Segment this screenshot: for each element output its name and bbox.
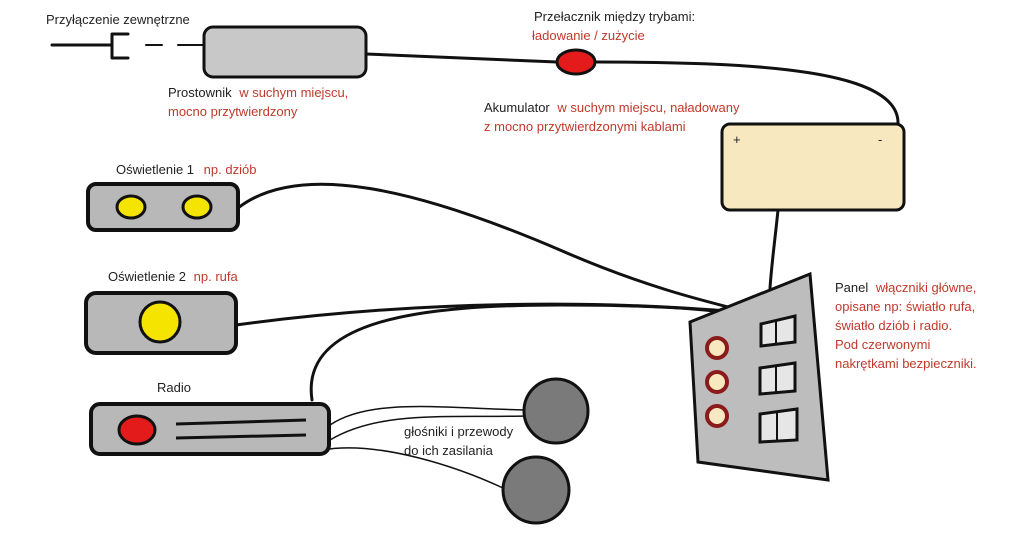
battery-title: Akumulator: [484, 100, 550, 115]
lighting2-title: Oświetlenie 2: [108, 269, 186, 284]
battery-note-1: w suchym miejscu, naładowany: [556, 100, 740, 115]
rectifier-title: Prostownik: [168, 85, 232, 100]
switch-2: [758, 361, 797, 396]
switch-to-battery-wire: [593, 60, 900, 126]
battery-note-2: z mocno przytwierdzonymi kablami: [484, 119, 686, 134]
fuse-1: [705, 336, 729, 360]
mode-switch-title: Przełacznik między trybami:: [534, 9, 695, 24]
battery-to-panel-wire: [768, 208, 780, 290]
wires: [50, 32, 900, 402]
rectifier-note-2: mocno przytwierdzony: [168, 104, 298, 119]
fuse-3: [705, 404, 729, 428]
speakers-label-1: głośniki i przewody: [404, 424, 514, 439]
external-connection-label: Przyłączenie zewnętrzne: [46, 12, 190, 27]
speaker-2: [501, 455, 571, 525]
lighting2-label: Oświetlenie 2 np. rufa: [108, 269, 239, 284]
lighting1-lamp-left: [115, 194, 147, 220]
speaker1-wire: [329, 405, 525, 426]
rectifier-to-switch-wire: [364, 52, 559, 64]
panel-switches: [758, 314, 799, 444]
battery-minus: -: [878, 132, 882, 147]
lighting1-title: Oświetlenie 1: [116, 162, 194, 177]
panel-line-4: Pod czerwonymi: [835, 337, 930, 352]
radio-to-panel-wire: [309, 303, 738, 402]
radio-label: Radio: [157, 380, 191, 395]
radio-box: [89, 402, 331, 456]
panel-line-2: opisane np: światło rufa,: [835, 299, 975, 314]
switch-1: [759, 314, 797, 348]
speaker2-wire: [321, 447, 504, 489]
battery-label: Akumulator w suchym miejscu, naładowany: [484, 100, 740, 115]
lighting2-note: np. rufa: [194, 269, 239, 284]
panel-line-3: światło dziób i radio.: [835, 318, 952, 333]
rectifier-label: Prostownik w suchym miejscu,: [168, 85, 348, 100]
battery-plus: +: [733, 132, 741, 147]
lighting2-lamp: [138, 300, 182, 344]
lighting1-box: [86, 182, 240, 232]
battery-box: [720, 122, 906, 212]
speakers-label-2: do ich zasilania: [404, 443, 494, 458]
speaker1-wire-2: [329, 415, 527, 441]
mode-switch-note: ładowanie / zużycie: [532, 28, 645, 43]
switch-3: [758, 407, 799, 444]
fuse-2: [705, 370, 729, 394]
panel-label: Panel włączniki główne,: [835, 280, 976, 295]
panel-title: Panel: [835, 280, 868, 295]
rectifier-box: [202, 25, 368, 79]
lighting1-note: np. dziób: [204, 162, 257, 177]
radio-knob: [117, 414, 157, 446]
panel-fuses: [705, 336, 729, 428]
speaker-1: [522, 377, 590, 445]
panel-line-5: nakrętkami bezpieczniki.: [835, 356, 977, 371]
mode-switch: [555, 48, 597, 76]
lighting1-to-panel-wire: [236, 182, 742, 312]
radio-grille: [175, 418, 307, 440]
rectifier-note-1: w suchym miejscu,: [238, 85, 348, 100]
lighting1-label: Oświetlenie 1 np. dziób: [116, 162, 256, 177]
panel-line-1: włączniki główne,: [875, 280, 976, 295]
speaker-wires: [321, 405, 527, 489]
lighting1-lamp-right: [181, 194, 213, 220]
external-plug-icon: [110, 32, 130, 60]
